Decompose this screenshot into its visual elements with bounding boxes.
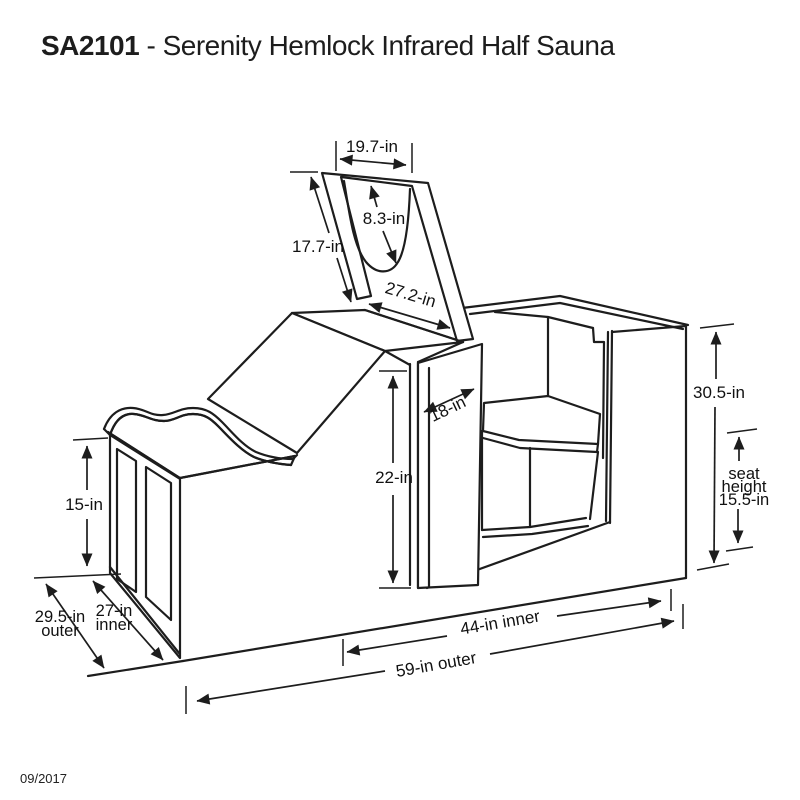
neck-cutout-curve xyxy=(342,179,412,273)
tick xyxy=(379,370,411,589)
page-title: SA2101 - Serenity Hemlock Infrared Half … xyxy=(41,30,615,62)
dim-door-height: 22-in xyxy=(375,370,413,589)
floor-front-edge xyxy=(181,576,688,663)
sauna-body xyxy=(86,308,688,678)
dim-lid-top-width: 19.7-in xyxy=(335,137,413,173)
dimension-arrow xyxy=(92,580,164,661)
dim-label-depth-inner-2: inner xyxy=(96,616,133,634)
door-opening-right-jamb xyxy=(604,329,614,525)
tick xyxy=(725,428,758,552)
dimension-arrow xyxy=(336,257,353,303)
door-panel xyxy=(416,342,484,590)
dim-label-depth-outer-1: 29.5-in xyxy=(35,608,85,626)
dimension-arrow xyxy=(382,230,397,264)
tick xyxy=(342,589,672,666)
dimension-arrow xyxy=(339,154,407,170)
dim-seat-height: seat height 15.5-in xyxy=(719,428,769,552)
back-rim-outer-edge xyxy=(460,294,690,327)
dim-neck-cutout-depth: 8.3-in xyxy=(363,185,406,264)
dim-label-lid-top-width: 19.7-in xyxy=(346,137,398,156)
dim-label-width-inner: 44-in inner xyxy=(459,607,542,639)
dim-label-lid-length: 17.7-in xyxy=(292,237,344,256)
dim-label-door-height: 22-in xyxy=(375,468,413,487)
front-wall-top-edge xyxy=(610,324,688,334)
dim-label-width-outer: 59-in outer xyxy=(394,648,478,681)
dim-label-neck-cutout-depth: 8.3-in xyxy=(363,209,406,228)
dim-label-bench-height: 15-in xyxy=(65,495,103,514)
dimension-arrow xyxy=(556,597,662,617)
product-name: - Serenity Hemlock Infrared Half Sauna xyxy=(139,30,615,61)
tick xyxy=(33,437,122,579)
dim-label-lid-hinge-width: 27.2-in xyxy=(383,278,438,311)
tick xyxy=(335,141,413,173)
back-rim-inner-edge xyxy=(468,301,685,331)
dimension-arrow xyxy=(708,406,720,564)
door-lintel-edges xyxy=(383,340,465,367)
revision-date: 09/2017 xyxy=(20,771,67,786)
seat-front-thickness xyxy=(481,436,600,454)
dimension-arrow xyxy=(346,635,448,656)
sauna-line-drawing xyxy=(86,171,690,678)
dim-label-overall-height: 30.5-in xyxy=(693,383,745,402)
floor-extension-line xyxy=(86,659,185,678)
dim-label-seat-height-3: 15.5-in xyxy=(719,491,769,509)
dim-overall-height: 30.5-in xyxy=(693,323,745,571)
dimension-arrow xyxy=(423,388,475,413)
dimension-arrow xyxy=(369,185,380,208)
tick xyxy=(696,323,735,571)
dim-label-depth-outer-2: outer xyxy=(41,622,79,640)
dimension-arrow xyxy=(489,617,675,655)
side-bench xyxy=(102,406,299,660)
dim-lid-length: 17.7-in xyxy=(290,171,353,303)
bench-frame-opening-2 xyxy=(144,465,173,622)
interior-floor-edge xyxy=(480,516,588,532)
dim-depth-inner: 27-in inner xyxy=(92,580,164,661)
dim-label-seat-height-1: seat xyxy=(728,465,760,483)
seat-top xyxy=(481,394,602,446)
bench-back-profile-lower xyxy=(108,412,293,467)
dim-label-depth-inner-1: 27-in xyxy=(96,602,133,620)
bench-back-profile-upper xyxy=(102,406,299,461)
product-model: SA2101 xyxy=(41,30,140,61)
sauna-door xyxy=(416,342,484,590)
lid-outline xyxy=(320,171,475,343)
sloped-front-panel xyxy=(206,311,387,455)
dimension-arrow xyxy=(368,302,451,330)
interior-floor-edge-lower xyxy=(481,524,590,539)
rim-notch xyxy=(591,326,606,460)
under-seat-right-edge xyxy=(588,450,600,521)
dim-bench-height: 15-in xyxy=(33,437,122,579)
dimension-arrow xyxy=(196,670,386,705)
interior-wall-top-edge xyxy=(493,310,595,330)
sauna-interior xyxy=(460,294,690,539)
dim-label-seat-height-2: height xyxy=(722,478,767,496)
dimension-arrow xyxy=(309,176,330,234)
